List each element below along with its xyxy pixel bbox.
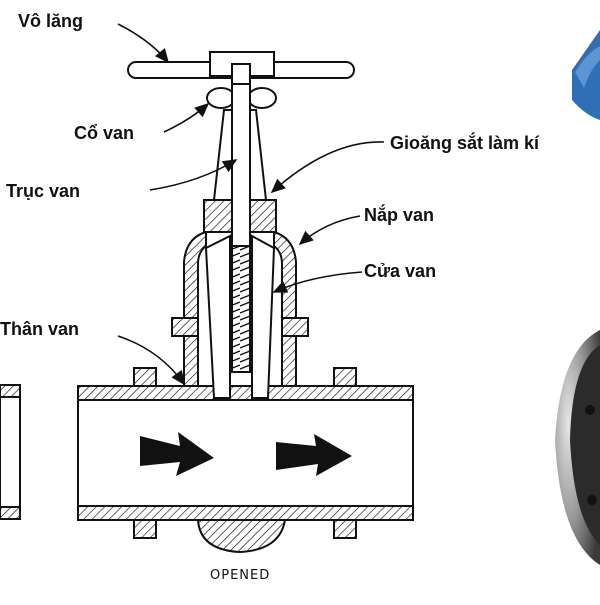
handwheel [127,51,355,85]
label-gate: Cửa van [364,261,437,281]
valve-gate [204,234,276,399]
leader-arrow-icon [272,271,363,293]
label-handwheel: Vô lăng [18,11,84,31]
leader-arrow-icon [298,215,361,246]
photo-valve-blue [572,30,600,120]
leader-arrow-icon [117,335,185,386]
leader-arrow-icon [163,102,210,133]
caption-opened: OPENED [210,568,271,583]
label-stem: Trục van [6,181,81,201]
valve-stem [231,63,251,373]
partial-pipe-left [0,384,21,520]
flow-arrow-icon [276,434,352,476]
leader-arrow-icon [270,141,385,194]
leader-arrow-icon [149,159,238,191]
label-bonnet: Nắp van [364,205,435,225]
leader-arrow-icon [117,23,170,64]
label-neck: Cổ van [74,123,135,143]
valve-body [77,367,414,554]
valve-bonnet [171,87,309,387]
label-gasket: Gioăng sắt làm kí [390,133,540,153]
photo-valve-flange [555,330,600,565]
label-body: Thân van [0,319,80,339]
flow-arrow-icon [140,432,214,476]
